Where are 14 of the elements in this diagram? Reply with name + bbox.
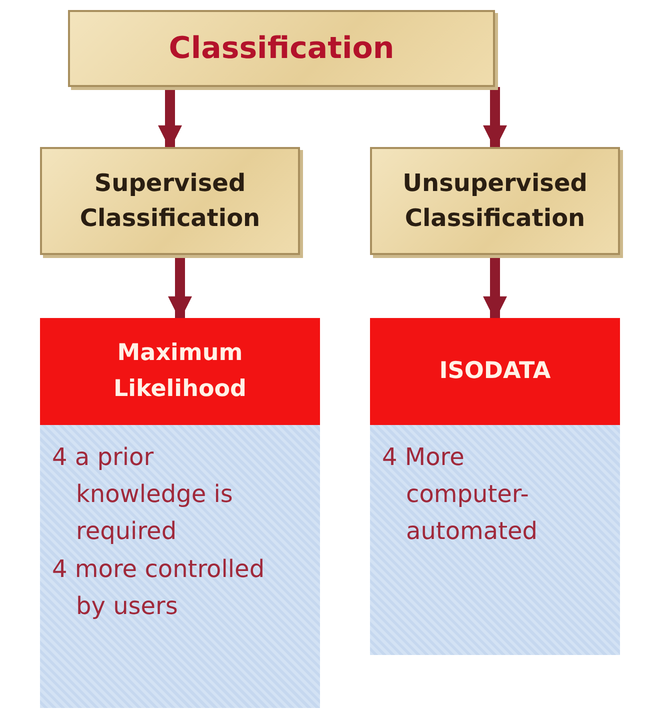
title-box: Classification bbox=[68, 10, 495, 87]
arrow bbox=[483, 87, 507, 150]
category-box: Supervised Classification bbox=[40, 147, 300, 255]
bullet-text: 4 more controlled by users bbox=[52, 554, 265, 622]
arrow bbox=[158, 87, 182, 150]
arrow bbox=[483, 255, 507, 320]
notes-panel bbox=[40, 425, 320, 708]
bullet-text: 4 More computer-automated bbox=[382, 442, 539, 548]
category-box: Unsupervised Classification bbox=[370, 147, 620, 255]
bullet-text: 4 a prior knowledge is required bbox=[52, 442, 234, 548]
notes-panel bbox=[370, 425, 620, 655]
arrow bbox=[168, 255, 192, 320]
method-header: Maximum Likelihood bbox=[40, 318, 320, 425]
method-header: ISODATA bbox=[370, 318, 620, 425]
